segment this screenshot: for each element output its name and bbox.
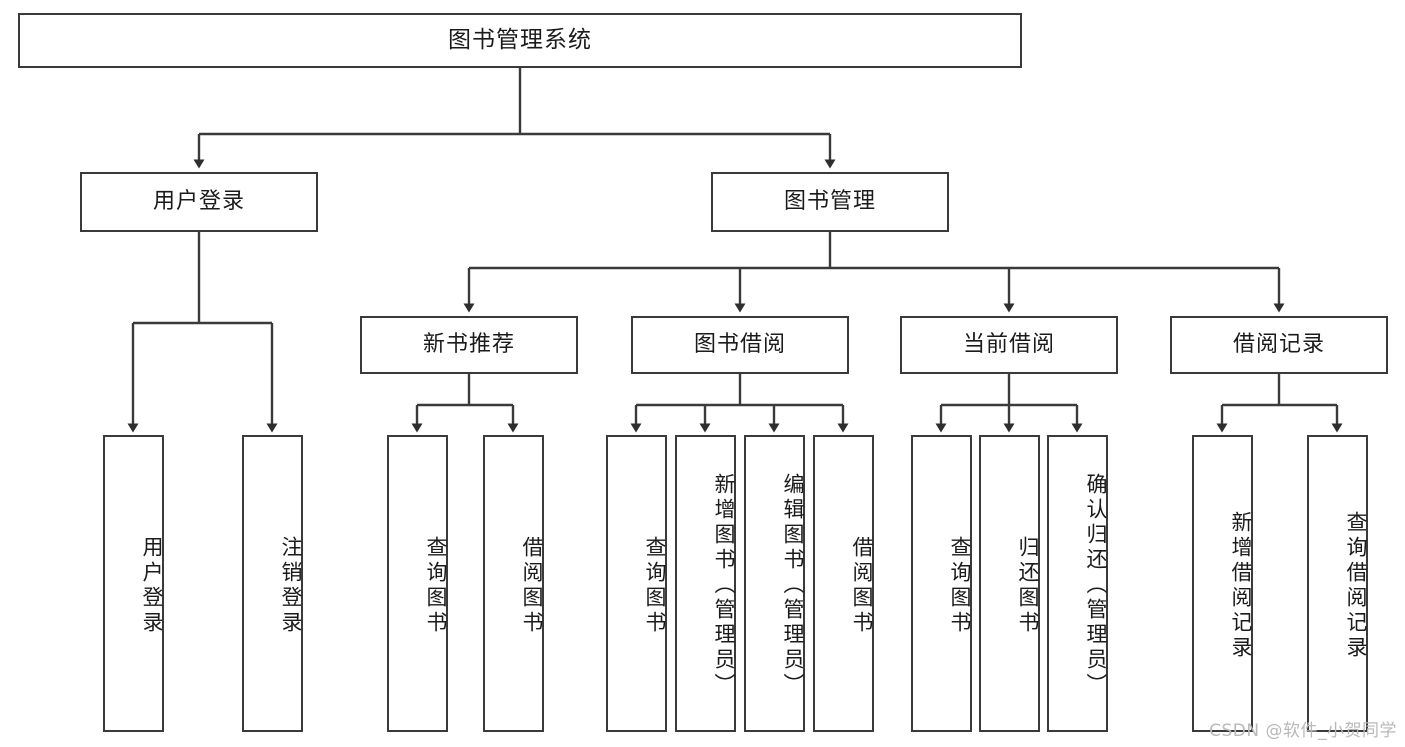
leaf-book-borrow-add[interactable]: 新增图书（管理员）: [675, 435, 736, 732]
node-label: 归还图书: [1016, 535, 1040, 636]
node-label: 借阅图书: [520, 535, 544, 636]
leaf-book-borrow-query[interactable]: 查询图书: [606, 435, 667, 732]
leaf-borrow-record-query[interactable]: 查询借阅记录: [1307, 435, 1368, 732]
node-label: 查询借阅记录: [1344, 510, 1368, 661]
leaf-current-borrow-query[interactable]: 查询图书: [911, 435, 972, 732]
leaf-user-login-login[interactable]: 用户登录: [103, 435, 164, 732]
leaf-book-borrow-borrow[interactable]: 借阅图书: [813, 435, 874, 732]
csdn-watermark: CSDN @软件_小贺同学: [1209, 721, 1397, 741]
leaf-new-book-query[interactable]: 查询图书: [387, 435, 448, 732]
node-label: 当前借阅: [962, 331, 1055, 357]
node-book-management[interactable]: 图书管理: [711, 172, 949, 232]
leaf-book-borrow-edit[interactable]: 编辑图书（管理员）: [744, 435, 805, 732]
leaf-user-login-logout[interactable]: 注销登录: [242, 435, 303, 732]
node-label: 新书推荐: [422, 331, 515, 357]
node-label: 借阅图书: [850, 535, 874, 636]
node-label: 图书借阅: [693, 331, 786, 357]
node-label: 查询图书: [643, 535, 667, 636]
node-book-borrow[interactable]: 图书借阅: [631, 316, 849, 374]
node-label: 新增借阅记录: [1229, 510, 1253, 661]
leaf-current-borrow-confirm-return[interactable]: 确认归还（管理员）: [1047, 435, 1108, 732]
node-borrow-record[interactable]: 借阅记录: [1170, 316, 1388, 374]
node-label: 注销登录: [279, 535, 303, 636]
node-label: 图书管理系统: [448, 26, 592, 53]
node-label: 编辑图书（管理员）: [781, 473, 805, 698]
leaf-new-book-borrow[interactable]: 借阅图书: [483, 435, 544, 732]
node-label: 图书管理: [783, 188, 876, 214]
node-label: 用户登录: [152, 188, 245, 214]
node-label: 查询图书: [424, 535, 448, 636]
node-label: 新增图书（管理员）: [712, 473, 736, 698]
node-root-system[interactable]: 图书管理系统: [18, 13, 1022, 68]
node-label: 借阅记录: [1232, 331, 1325, 357]
node-current-borrow[interactable]: 当前借阅: [900, 316, 1118, 374]
node-user-login[interactable]: 用户登录: [80, 172, 318, 232]
node-label: 用户登录: [140, 535, 164, 636]
node-label: 确认归还（管理员）: [1084, 473, 1108, 698]
leaf-borrow-record-add[interactable]: 新增借阅记录: [1192, 435, 1253, 732]
leaf-current-borrow-return[interactable]: 归还图书: [979, 435, 1040, 732]
node-label: 查询图书: [948, 535, 972, 636]
node-new-book-recommend[interactable]: 新书推荐: [360, 316, 578, 374]
